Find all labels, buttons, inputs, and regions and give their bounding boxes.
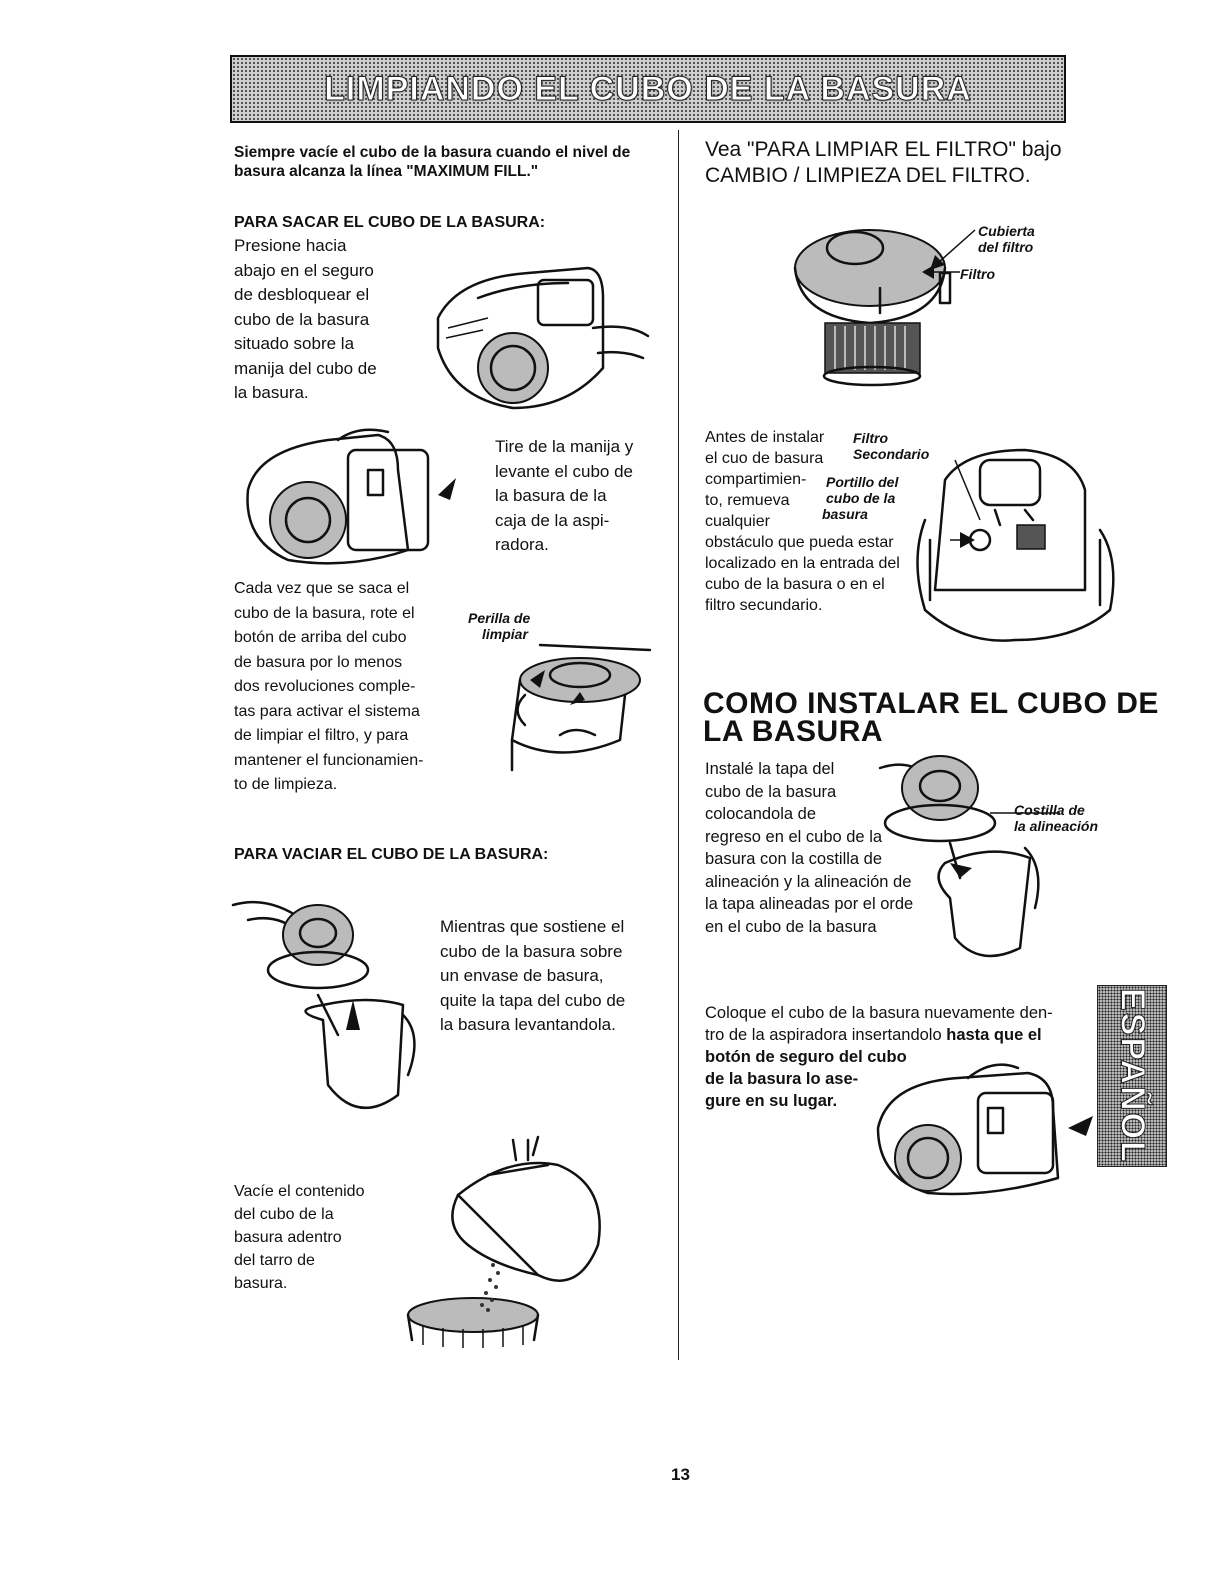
lid-install-illustration <box>878 755 1060 958</box>
filter-cover-label: Cubierta del filtro <box>978 223 1035 255</box>
vacuum-latch-illustration <box>436 266 650 410</box>
install-text: Instalé la tapa del cubo de la basura co… <box>705 760 914 936</box>
remove-step2-text: Tire de la manija y levante el cubo de l… <box>495 437 634 554</box>
filter-label: Filtro <box>960 266 995 282</box>
remove-heading: PARA SACAR EL CUBO DE LA BASURA: <box>234 214 546 231</box>
vacuum-replace-illustration <box>876 1063 1093 1196</box>
lid-removal-illustration <box>231 900 416 1110</box>
filter-illustration <box>793 229 952 387</box>
section-banner: LIMPIANDO EL CUBO DE LA BASURA <box>230 55 1066 123</box>
remove-step1-text: Presione hacia abajo en el seguro de des… <box>234 236 377 402</box>
dirt-pouring-illustration <box>406 1135 601 1348</box>
column-divider <box>678 130 679 1360</box>
replace-text: Coloque el cubo de la basura nuevamente … <box>705 1004 1053 1110</box>
see-reference-text: Vea "PARA LIMPIAR EL FILTRO" bajo CAMBIO… <box>705 138 1062 187</box>
secondary-filter-label: Filtro Secondario <box>853 430 930 462</box>
knob-illustration <box>510 643 652 772</box>
empty-heading: PARA VACIAR EL CUBO DE LA BASURA: <box>234 846 549 863</box>
vacuum-lift-illustration <box>246 428 456 565</box>
intro-paragraph: Siempre vacíe el cubo de la basura cuand… <box>234 144 631 180</box>
language-tab: ESPAÑOL <box>1097 985 1167 1167</box>
rib-label: Costilla de la alineación <box>1014 802 1099 834</box>
filter-pointer <box>922 265 960 279</box>
compartment-illustration <box>916 448 1115 642</box>
knob-instructions: Cada vez que se saca el cubo de la basur… <box>234 580 424 793</box>
empty-step2-text: Vacíe el contenido del cubo de la basura… <box>234 1183 365 1292</box>
page-number: 13 <box>671 1465 690 1484</box>
before-install-text: Antes de instalar el cuo de basura compa… <box>705 429 900 614</box>
install-heading: COMO INSTALAR EL CUBO DE LA BASURA <box>703 687 1159 748</box>
door-label: Portillo del cubo de la basura <box>822 474 899 522</box>
knob-label: Perilla de limpiar <box>468 610 531 642</box>
empty-step1-text: Mientras que sostiene el cubo de la basu… <box>440 917 626 1034</box>
banner-title: LIMPIANDO EL CUBO DE LA BASURA <box>324 69 972 108</box>
